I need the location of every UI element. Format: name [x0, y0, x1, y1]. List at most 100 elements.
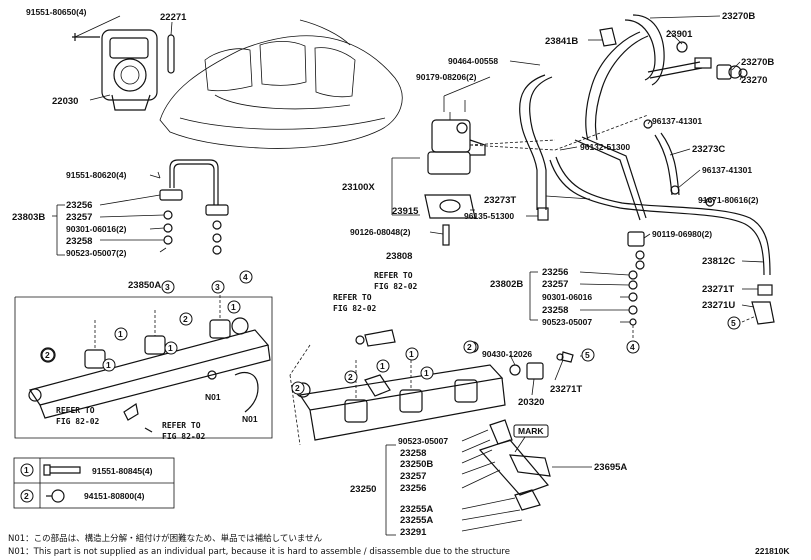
svg-text:1: 1	[424, 368, 429, 378]
label-leaders	[74, 15, 765, 396]
label-23841B: 23841B	[545, 36, 578, 47]
legend-table: 1 91551-80845(4) 2 94151-80800(4)	[13, 457, 175, 509]
stud-90126	[442, 224, 450, 246]
label-23256-right: 23256	[542, 267, 568, 278]
callout-1-c: 1	[102, 358, 116, 372]
callout-5-right: 5	[727, 316, 741, 330]
label-23915: 23915	[392, 206, 419, 217]
svg-text:3: 3	[165, 282, 170, 292]
label-90523-bottom: 90523-05007	[398, 436, 448, 446]
svg-text:4: 4	[243, 272, 248, 282]
label-90126: 90126-08048(2)	[350, 227, 411, 237]
hose-23270B	[624, 14, 703, 86]
label-23273C: 23273C	[692, 144, 725, 155]
part-labels: 91551-80650(4) 22271 22030 91551-80620(4…	[12, 7, 774, 538]
label-91551-80620: 91551-80620(4)	[66, 170, 127, 180]
svg-text:1: 1	[231, 302, 236, 312]
callout-3-left-b: 3	[211, 280, 225, 294]
note-n01-english: N01：This part is not supplied as an indi…	[8, 547, 510, 557]
label-23270: 23270	[741, 75, 767, 86]
label-91671: 91671-80616(2)	[698, 195, 759, 205]
callout-1-e: 1	[405, 347, 419, 361]
bracket-23802B	[529, 271, 538, 321]
label-23802B: 23802B	[490, 279, 523, 290]
label-96137-top: 96137-41301	[652, 116, 702, 126]
refer-fig-a: FIG 82-02	[374, 282, 418, 291]
callout-2-c: 2	[344, 370, 358, 384]
left-fuel-rail	[28, 295, 271, 433]
callout-4-left: 4	[239, 270, 253, 284]
callout-2-a: 2	[179, 312, 193, 326]
label-90301-right: 90301-06016	[542, 292, 592, 302]
label-23291: 23291	[400, 527, 427, 538]
label-23258-bottom: 23258	[400, 448, 426, 459]
injector-leaders	[461, 429, 592, 532]
label-23255A-2: 23255A	[400, 515, 433, 526]
label-23250: 23250	[350, 484, 376, 495]
figure-id: 221810K	[755, 546, 790, 556]
label-N01-a: N01	[205, 392, 221, 402]
label-23257-left: 23257	[66, 212, 92, 223]
svg-text:2: 2	[45, 350, 50, 360]
legend-part-1: 91551-80845(4)	[92, 466, 153, 476]
refer-fig-b: FIG 82-02	[333, 304, 377, 313]
left-fuel-pipe	[157, 159, 229, 255]
fuel-injector	[478, 419, 551, 511]
callout-2-e: 2	[463, 340, 477, 354]
label-23100X: 23100X	[342, 182, 375, 193]
label-23271T-right: 23271T	[702, 284, 734, 295]
svg-text:1: 1	[380, 361, 385, 371]
svg-text:3: 3	[215, 282, 220, 292]
label-90301-left: 90301-06016(2)	[66, 224, 127, 234]
svg-text:1: 1	[118, 329, 123, 339]
label-N01-b: N01	[242, 414, 258, 424]
label-90523-left: 90523-05007(2)	[66, 248, 127, 258]
footer-notes: N01：この部品は、構造上分解・組付けが困難なため、単品では補給していません N…	[8, 533, 790, 557]
label-23258-right: 23258	[542, 305, 568, 316]
hose-23273C	[643, 119, 680, 196]
svg-text:4: 4	[630, 342, 635, 352]
svg-text:1: 1	[106, 360, 111, 370]
label-96135: 96135-51300	[464, 211, 514, 221]
callout-1-g: 1	[420, 366, 434, 380]
label-20320: 20320	[518, 397, 544, 408]
bracket-23250	[385, 444, 396, 536]
label-23901: 23901	[666, 29, 693, 40]
refer-fig-c: FIG 82-02	[56, 417, 100, 426]
svg-text:5: 5	[585, 350, 590, 360]
label-23271T-lower: 23271T	[550, 384, 582, 395]
svg-text:2: 2	[24, 491, 29, 501]
label-23258-left: 23258	[66, 236, 92, 247]
label-23270B: 23270B	[741, 57, 774, 68]
refer-to-a: REFER TO	[374, 271, 413, 280]
callout-4-right: 4	[626, 340, 640, 354]
vacuum-hose-center	[519, 74, 553, 221]
legend-row-2: 2 94151-80800(4)	[20, 489, 145, 503]
label-22030: 22030	[52, 96, 78, 107]
label-91551-80650: 91551-80650(4)	[26, 7, 87, 17]
vacuum-hose-23841B	[585, 27, 649, 141]
idle-control-valve	[427, 96, 486, 175]
callout-5-lower: 5	[581, 348, 595, 362]
label-90179: 90179-08206(2)	[416, 72, 477, 82]
label-23850A: 23850A	[128, 280, 161, 291]
label-90523-right: 90523-05007	[542, 317, 592, 327]
label-90119: 90119-06980(2)	[652, 229, 712, 239]
label-23803B: 23803B	[12, 212, 45, 223]
callout-1-b: 1	[227, 300, 241, 314]
bracket-23803B	[52, 204, 65, 256]
svg-text:1: 1	[24, 465, 29, 475]
fitting-23901	[676, 41, 748, 80]
label-23255A-1: 23255A	[400, 504, 433, 515]
label-23257-right: 23257	[542, 279, 568, 290]
label-23271U: 23271U	[702, 300, 735, 311]
refer-to-c: REFER TO	[56, 406, 95, 415]
label-90464: 90464-00558	[448, 56, 498, 66]
throttle-body	[72, 29, 175, 111]
callout-1-d: 1	[164, 341, 178, 355]
svg-text:2: 2	[348, 372, 353, 382]
svg-text:2: 2	[467, 342, 472, 352]
refer-labels: REFER TO FIG 82-02 REFER TO FIG 82-02 RE…	[56, 271, 418, 441]
label-23273T: 23273T	[484, 195, 516, 206]
